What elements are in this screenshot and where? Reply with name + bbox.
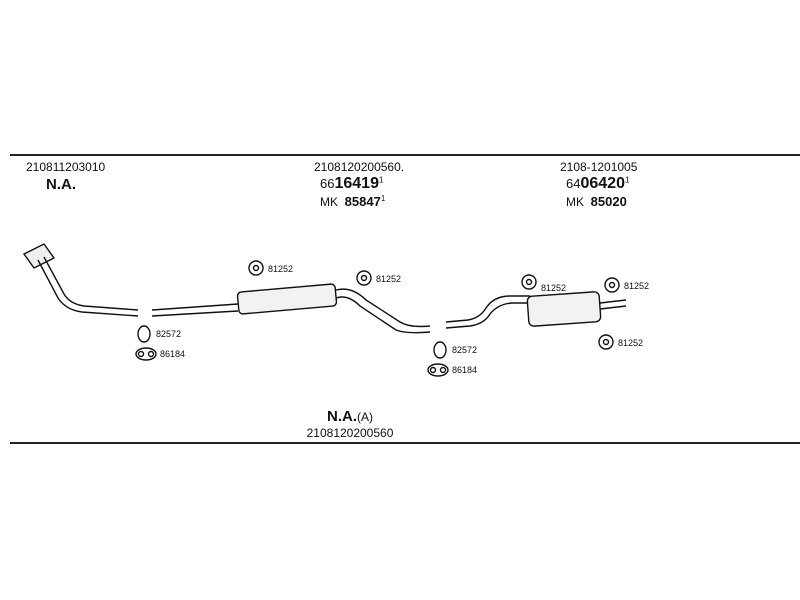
col2-mk-main: 85847 xyxy=(344,194,381,209)
hanger-label: 81252 xyxy=(541,283,567,293)
col1-part-number: 210811203010 xyxy=(26,160,106,174)
gasket-icon xyxy=(427,363,449,377)
footer-status-suffix: (A) xyxy=(357,410,373,424)
clamp-icon xyxy=(137,325,151,343)
gasket-label: 86184 xyxy=(160,349,186,359)
hanger-label: 81252 xyxy=(624,281,650,291)
hanger-label: 81252 xyxy=(376,274,402,284)
hanger-icon xyxy=(356,270,372,286)
clamp-label: 82572 xyxy=(452,345,478,355)
col2-mk-number: MK 858471 xyxy=(320,194,385,209)
col3-ref-prefix: 64 xyxy=(566,176,581,191)
col2-ref-sup: 1 xyxy=(378,175,384,185)
col2-ref-number: 66164191 xyxy=(320,175,383,193)
col3-part-number: 2108-1201005 xyxy=(560,160,638,174)
footer-part-number: 2108120200560 xyxy=(306,426,394,440)
footer-status: N.A.(A) xyxy=(327,408,373,425)
col2-ref-main: 16419 xyxy=(334,175,379,192)
hanger-icon xyxy=(248,260,264,276)
col2-mk-prefix: MK xyxy=(320,195,338,209)
col3-mk-number: MK 85020 xyxy=(566,194,627,209)
hanger-icon xyxy=(521,274,537,290)
col1-status: N.A. xyxy=(46,176,76,193)
col3-ref-main: 06420 xyxy=(580,175,625,192)
col2-ref-prefix: 66 xyxy=(320,176,335,191)
col3-ref-number: 64064201 xyxy=(566,175,629,193)
clamp-icon xyxy=(433,341,447,359)
gasket-icon xyxy=(135,347,157,361)
footer-status-text: N.A. xyxy=(327,408,357,425)
hanger-label: 81252 xyxy=(268,264,294,274)
col3-mk-prefix: MK xyxy=(566,195,584,209)
front-pipe xyxy=(22,243,139,317)
top-rule xyxy=(10,154,800,156)
col3-mk-main: 85020 xyxy=(590,194,627,209)
gasket-label: 86184 xyxy=(452,365,478,375)
col2-mk-sup: 1 xyxy=(380,194,386,203)
clamp-label: 82572 xyxy=(156,329,182,339)
middle-pipe xyxy=(151,283,431,334)
rear-pipe xyxy=(445,291,627,329)
hanger-icon xyxy=(604,277,620,293)
hanger-icon xyxy=(598,334,614,350)
bottom-rule xyxy=(10,442,800,444)
hanger-label: 81252 xyxy=(618,338,644,348)
col2-part-number: 2108120200560. xyxy=(314,160,405,174)
col3-ref-sup: 1 xyxy=(624,175,630,185)
